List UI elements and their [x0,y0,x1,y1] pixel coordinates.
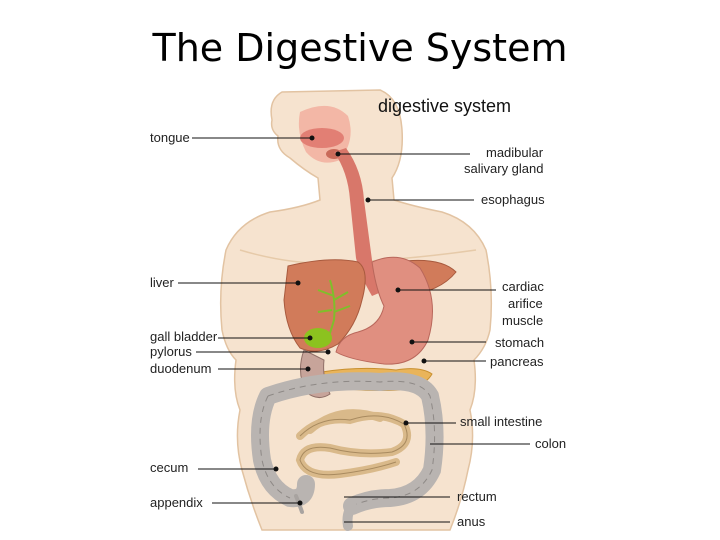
label-esophagus: esophagus [481,192,545,207]
label-cardiac: cardiac [502,279,544,294]
label-salivary-gland: salivary gland [464,161,544,176]
rectum-organ [348,506,353,526]
label-anus: anus [457,514,486,529]
label-rectum: rectum [457,489,497,504]
label-pylorus: pylorus [150,344,192,359]
label-small-intestine: small intestine [460,414,542,429]
label-colon: colon [535,436,566,451]
label-duodenum: duodenum [150,361,211,376]
label-stomach: stomach [495,335,544,350]
label-arifice: arifice [508,296,543,311]
label-pancreas: pancreas [490,354,544,369]
label-cecum: cecum [150,460,188,475]
label-appendix: appendix [150,495,203,510]
label-muscle: muscle [502,313,543,328]
figure-title: digestive system [378,96,511,116]
label-tongue: tongue [150,130,190,145]
label-liver: liver [150,275,175,290]
label-gall-bladder: gall bladder [150,329,218,344]
label-madibular: madibular [486,145,544,160]
